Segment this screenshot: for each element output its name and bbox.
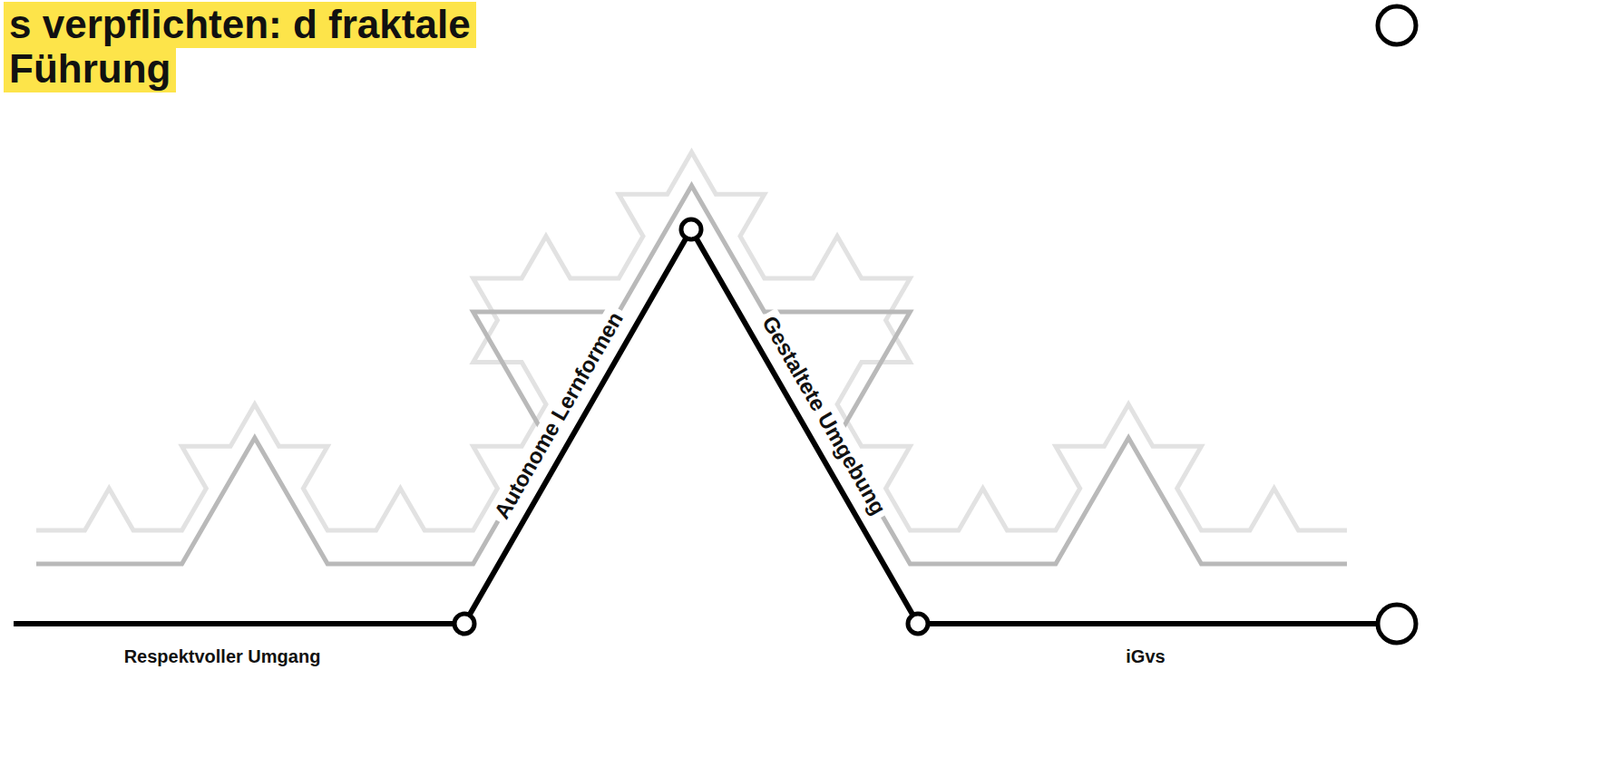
segment-label: Gestaltete Umgebung	[753, 307, 894, 524]
joint-circle	[907, 614, 928, 635]
joint-circle	[681, 219, 702, 240]
segment-label: iGvs	[1121, 645, 1170, 668]
joint-circle	[1377, 604, 1416, 644]
joint-circle	[454, 614, 475, 635]
title-highlight: s verpflichten: d fraktale Führung	[3, 1, 476, 92]
koch-curve-main	[13, 229, 1377, 625]
segment-label: Autonome Lernformen	[486, 302, 631, 527]
segment-label: Respektvoller Umgang	[119, 645, 326, 668]
joint-circle	[1377, 6, 1416, 45]
koch-curve-grey	[36, 185, 1347, 565]
